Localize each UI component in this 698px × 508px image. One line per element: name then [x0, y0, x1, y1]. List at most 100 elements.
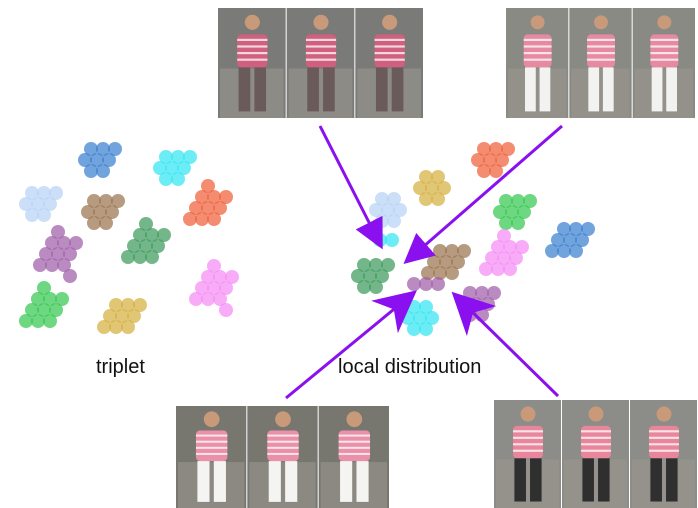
cluster-point — [81, 205, 95, 219]
cluster-point — [489, 164, 503, 178]
cluster-point — [51, 247, 65, 261]
cluster-point — [43, 292, 57, 306]
cluster-point — [201, 270, 215, 284]
cluster-point — [425, 181, 439, 195]
cluster-point — [201, 201, 215, 215]
cluster-point — [87, 194, 101, 208]
cluster-point — [78, 153, 92, 167]
cluster-point — [219, 303, 233, 317]
local-distribution-cluster-plot — [351, 142, 595, 336]
cluster-point — [357, 258, 371, 272]
cluster-point — [369, 280, 383, 294]
cluster-point — [369, 258, 383, 272]
cluster-point — [433, 266, 447, 280]
cluster-point — [477, 142, 491, 156]
cluster-blue — [78, 142, 122, 178]
cluster-point — [102, 153, 116, 167]
cluster-point — [499, 194, 513, 208]
cluster-point — [431, 170, 445, 184]
person-image — [494, 400, 561, 508]
cluster-point — [127, 309, 141, 323]
cluster-point — [557, 244, 571, 258]
cluster-point — [49, 186, 63, 200]
cluster-point — [387, 192, 401, 206]
cluster-point — [569, 222, 583, 236]
cluster-point — [491, 262, 505, 276]
cluster-light-blue — [369, 192, 407, 228]
cluster-point — [207, 212, 221, 226]
cluster-point — [369, 203, 383, 217]
cluster-point — [557, 222, 571, 236]
cluster-point — [213, 201, 227, 215]
cluster-point — [96, 142, 110, 156]
person-image — [218, 8, 286, 118]
arrow-bottom-right — [451, 291, 560, 398]
cluster-point — [499, 216, 513, 230]
cluster-point — [523, 194, 537, 208]
cluster-point — [121, 250, 135, 264]
cluster-point — [87, 216, 101, 230]
person-image — [630, 400, 697, 508]
cluster-point — [385, 233, 399, 247]
cluster-point — [177, 161, 191, 175]
local-distribution-caption: local distribution — [338, 356, 482, 378]
cluster-point — [475, 286, 489, 300]
cluster-point — [31, 314, 45, 328]
cluster-point — [25, 208, 39, 222]
cluster-point — [37, 303, 51, 317]
cluster-point — [33, 258, 47, 272]
cluster-point — [489, 142, 503, 156]
cluster-point — [151, 239, 165, 253]
cluster-point — [159, 172, 173, 186]
photo-group-top-right — [506, 8, 695, 118]
cluster-point — [569, 244, 583, 258]
cluster-point — [105, 205, 119, 219]
cluster-point — [139, 239, 153, 253]
cluster-point — [195, 190, 209, 204]
cluster-point — [171, 150, 185, 164]
cluster-point — [451, 255, 465, 269]
cluster-point — [433, 244, 447, 258]
cluster-point — [495, 153, 509, 167]
cluster-point — [511, 216, 525, 230]
cluster-point — [165, 161, 179, 175]
cluster-point — [39, 247, 53, 261]
cluster-point — [43, 314, 57, 328]
cluster-point — [108, 142, 122, 156]
cluster-point — [445, 244, 459, 258]
cluster-point — [19, 197, 33, 211]
cluster-point — [485, 251, 499, 265]
cluster-point — [183, 212, 197, 226]
cluster-point — [121, 320, 135, 334]
cluster-point — [439, 255, 453, 269]
cluster-point — [225, 270, 239, 284]
cluster-green — [493, 194, 537, 230]
cluster-point — [381, 258, 395, 272]
photo-group-bottom-left — [176, 406, 389, 508]
cluster-point — [99, 194, 113, 208]
cluster-point — [207, 259, 221, 273]
cluster-point — [551, 233, 565, 247]
cluster-point — [195, 281, 209, 295]
person-image — [506, 8, 569, 118]
cluster-point — [431, 192, 445, 206]
cluster-point — [407, 277, 421, 291]
person-image — [632, 8, 695, 118]
cluster-point — [63, 247, 77, 261]
cluster-point — [437, 181, 451, 195]
person-image — [286, 8, 355, 118]
cluster-point — [219, 281, 233, 295]
cluster-point — [413, 181, 427, 195]
cluster-point — [63, 269, 77, 283]
cluster-point — [43, 197, 57, 211]
cluster-point — [407, 322, 421, 336]
cluster-point — [19, 314, 33, 328]
cluster-purple-outlier — [407, 277, 445, 291]
cluster-yellow — [97, 298, 147, 334]
cluster-point — [419, 277, 433, 291]
cluster-point — [407, 300, 421, 314]
cluster-point — [133, 298, 147, 312]
cluster-point — [493, 205, 507, 219]
cluster-point — [505, 205, 519, 219]
